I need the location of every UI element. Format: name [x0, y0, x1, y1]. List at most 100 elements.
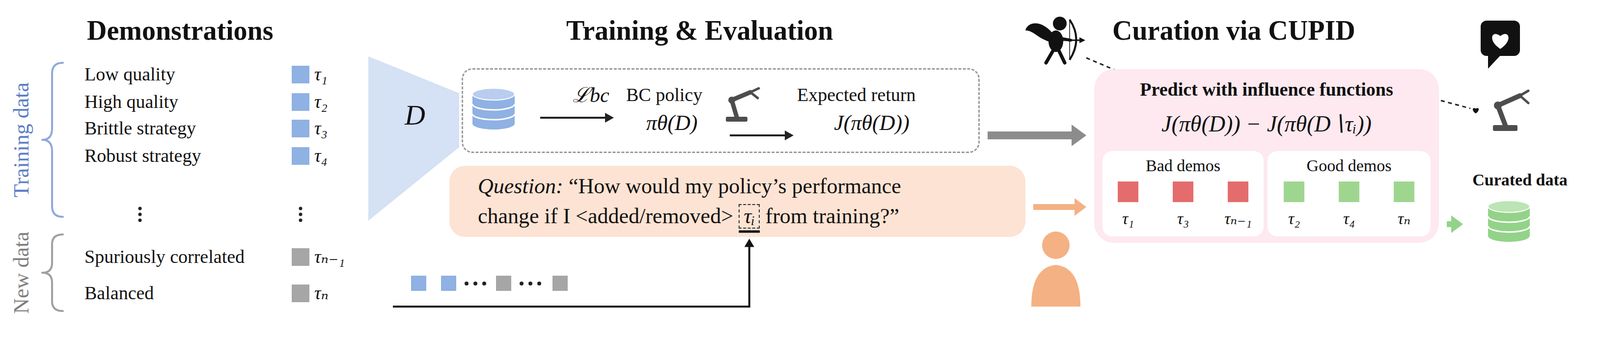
demo-square	[291, 65, 310, 84]
text-holder: Expected return	[797, 84, 916, 107]
ellipsis-dots	[138, 207, 142, 211]
node-text: Predict with influence functions	[1139, 79, 1393, 100]
demo-label: Brittle strategy	[84, 117, 196, 139]
flow-arrow	[1446, 215, 1463, 234]
arrow-head	[1071, 124, 1087, 147]
text-holder: J(πθ(D)) − J(πθ(D∖τᵢ))	[1161, 111, 1372, 138]
flow-arrow	[1033, 198, 1087, 217]
heart-icon	[1472, 108, 1479, 114]
ellipsis-dots	[299, 213, 303, 217]
funnel-outline	[368, 56, 460, 221]
node-text: Good demos	[1306, 156, 1392, 175]
underline	[738, 230, 760, 233]
ellipsis-dots	[138, 207, 303, 223]
text-holder: τ₂	[314, 91, 328, 113]
text-holder: Curated data	[1472, 170, 1568, 190]
arrow	[605, 112, 614, 123]
robot-arm-icon	[731, 92, 751, 117]
demo-label: Spuriously correlated	[84, 246, 245, 268]
arrow-shaft	[987, 131, 1073, 140]
brace	[42, 62, 63, 218]
bad-demo-square	[1172, 181, 1194, 203]
text-holder: πθ(D)	[646, 110, 698, 137]
node-text: Question:	[477, 174, 564, 199]
arrow	[784, 130, 794, 141]
robot-arm-icon	[1519, 90, 1529, 104]
node-text: τₙ₋₁	[1224, 209, 1252, 228]
ellipsis-dots	[299, 207, 303, 211]
heart-icon	[1472, 108, 1479, 114]
demo-sequence	[496, 275, 512, 292]
demo-id: τₙ	[314, 282, 329, 304]
demo-sequence	[528, 281, 533, 286]
arrow-head	[1074, 198, 1087, 217]
arrow	[729, 134, 785, 137]
text-holder: τₙ₋₁	[314, 246, 345, 269]
demo-label: Low quality	[84, 63, 176, 85]
cupid-icon	[1079, 37, 1086, 44]
underline	[738, 231, 760, 232]
funnel-outline	[368, 56, 460, 221]
robot-arm-icon	[725, 88, 759, 122]
demo-square	[291, 93, 310, 111]
demo-label: Robust strategy	[84, 145, 201, 166]
text-holder: Bad demos	[1145, 156, 1221, 176]
text-holder: τ₃	[1177, 209, 1189, 229]
node-text: τₙ	[1397, 209, 1411, 228]
node-text: Expected return	[797, 84, 916, 106]
node-text: “How would my policy’s performance	[568, 174, 902, 199]
leader-line	[1440, 100, 1471, 109]
text-holder: τ₃	[314, 117, 328, 140]
selection-arrow	[392, 246, 750, 307]
text-holder: τₙ₋₁	[1224, 209, 1252, 229]
robot-arm-icon	[1492, 90, 1529, 132]
node-text: J(πθ(D)) − J(πθ(D∖τᵢ))	[1161, 111, 1372, 137]
demo-label: Balanced	[84, 282, 154, 304]
heart-bubble-icon	[1480, 20, 1520, 69]
cupid-icon	[1050, 39, 1080, 42]
demo-sequence	[411, 275, 427, 292]
heart-bubble-icon	[1488, 54, 1502, 69]
text-holder: Brittle strategy	[84, 117, 196, 140]
cupid-icon	[1052, 16, 1067, 31]
text-holder: Good demos	[1306, 156, 1392, 176]
person-icon	[1031, 231, 1081, 307]
database-node: Curated data	[1470, 169, 1573, 249]
database-outline	[1488, 200, 1530, 213]
section-heading: Curation via CUPID	[1112, 15, 1356, 46]
funnel-shape: D	[368, 56, 460, 221]
person-icon	[1031, 265, 1081, 307]
node-text: τᵢ	[738, 204, 760, 229]
node-text: τ₁	[1122, 209, 1134, 228]
ellipsis-dots	[138, 219, 142, 223]
text-holder: Training & Evaluation	[566, 14, 834, 47]
demo-square	[291, 248, 310, 267]
node-text: Curated data	[1472, 170, 1568, 190]
good-demo-square	[1338, 181, 1360, 203]
heart-bubble-icon	[1491, 33, 1509, 49]
section-heading: Training & Evaluation	[566, 15, 834, 46]
text-holder: Predict with influence functions	[1139, 79, 1393, 101]
demo-sequence	[537, 281, 542, 286]
text-holder: J(πθ(D))	[833, 110, 910, 137]
demo-square	[291, 147, 310, 166]
cupid-icon	[1046, 50, 1065, 63]
demo-id: τ₃	[314, 117, 328, 139]
database-icon	[472, 88, 515, 130]
text-holder: Spuriously correlated	[84, 246, 245, 269]
text-holder: τ₁	[1122, 209, 1134, 229]
demo-sequence	[552, 275, 568, 292]
text-holder: Demonstrations	[86, 14, 274, 47]
heart-bubble-icon	[1480, 20, 1520, 56]
database-icon	[472, 88, 515, 101]
text-holder: τ₄	[314, 145, 328, 167]
demo-square	[291, 284, 310, 303]
node-text: πθ(D)	[646, 110, 698, 136]
demo-label: High quality	[84, 91, 179, 112]
demo-id: τ₄	[314, 145, 328, 166]
text-holder: τₙ	[1397, 209, 1411, 229]
good-demo-square	[1393, 181, 1415, 203]
text-holder: D	[404, 99, 426, 133]
node-text: τ₄	[1343, 209, 1355, 228]
